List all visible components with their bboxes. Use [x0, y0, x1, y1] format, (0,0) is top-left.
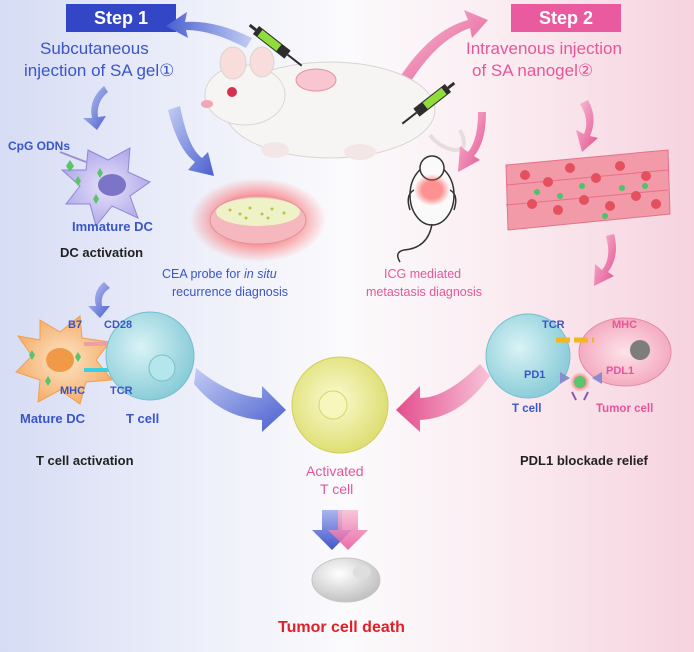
b7-label: B7	[68, 319, 83, 331]
step2-badge-bg	[511, 4, 621, 32]
step1-badge-bg	[66, 4, 176, 32]
activated-tcell-icon	[291, 356, 389, 454]
syringe-icon-2	[401, 81, 456, 125]
cd28-label: CD28	[104, 319, 133, 331]
arrow-to-step1	[166, 12, 252, 48]
dc-activation-label: DC activation	[60, 245, 144, 260]
tcell-left-label: T cell	[126, 411, 160, 426]
step2-badge: Step 2	[538, 7, 594, 28]
tcell-activation-label: T cell activation	[36, 453, 134, 468]
step2-title-line1: Intravenous injection	[466, 39, 622, 58]
cea-label-line2: recurrence diagnosis	[172, 285, 289, 299]
mouse-icon	[397, 155, 457, 263]
mature-dc-icon	[15, 315, 113, 405]
step1-title-line2: injection of SA gel①	[24, 61, 175, 80]
pd1-pdl1-blocker	[560, 372, 602, 401]
icg-label-line1: ICG mediated	[384, 267, 462, 281]
arrow-to-gel	[168, 106, 214, 176]
tcell-right-label: T cell	[512, 403, 542, 415]
mature-dc-label: Mature DC	[20, 411, 86, 426]
mhc-right-label: MHC	[612, 319, 638, 331]
arrow-to-step2	[398, 10, 488, 86]
syringe-icon-1	[248, 23, 303, 67]
immature-dc-icon	[59, 147, 152, 228]
pdl1-label: PDL1	[606, 365, 635, 377]
arrow-left-to-center	[194, 368, 286, 432]
tcr-right-label: TCR	[542, 319, 565, 331]
tcell-left-icon	[105, 311, 195, 401]
blood-vessel-icon	[505, 149, 671, 231]
arrow-dc-activation	[88, 282, 110, 318]
tumor-death-label: Tumor cell death	[278, 619, 405, 636]
tumor-cell-icon	[578, 317, 672, 387]
activated-label-line1: Activated	[306, 463, 364, 479]
gel-dish-icon	[190, 178, 326, 262]
step1-title-line1: Subcutaneous	[40, 39, 149, 58]
arrow-to-death	[312, 510, 368, 550]
activated-label-line2: T cell	[320, 481, 354, 497]
arrow-right-to-center	[396, 364, 490, 432]
step1-badge: Step 1	[93, 7, 149, 28]
arrow-to-dc	[83, 86, 108, 130]
immature-dc-label: Immature DC	[72, 219, 153, 234]
cea-label-line1: CEA probe for in situ	[162, 267, 277, 281]
rat-icon	[201, 46, 466, 160]
tumor-cell-label: Tumor cell	[596, 403, 654, 415]
pdl1-blockade-label: PDL1 blockade relief	[520, 453, 648, 468]
cpg-label: CpG ODNs	[8, 139, 71, 153]
step2-title-line2: of SA nanogel②	[472, 61, 594, 80]
icg-label-line2: metastasis diagnosis	[366, 285, 483, 299]
arrow-to-vessel	[576, 100, 598, 152]
arrow-to-mouse	[458, 112, 486, 172]
dead-tumor-cell-icon	[311, 557, 381, 603]
mhc-left-label: MHC	[60, 385, 86, 397]
tcell-right-icon	[485, 313, 571, 399]
tcr-left-label: TCR	[110, 385, 133, 397]
pd1-label: PD1	[524, 369, 546, 381]
arrow-vessel-down	[594, 234, 616, 286]
